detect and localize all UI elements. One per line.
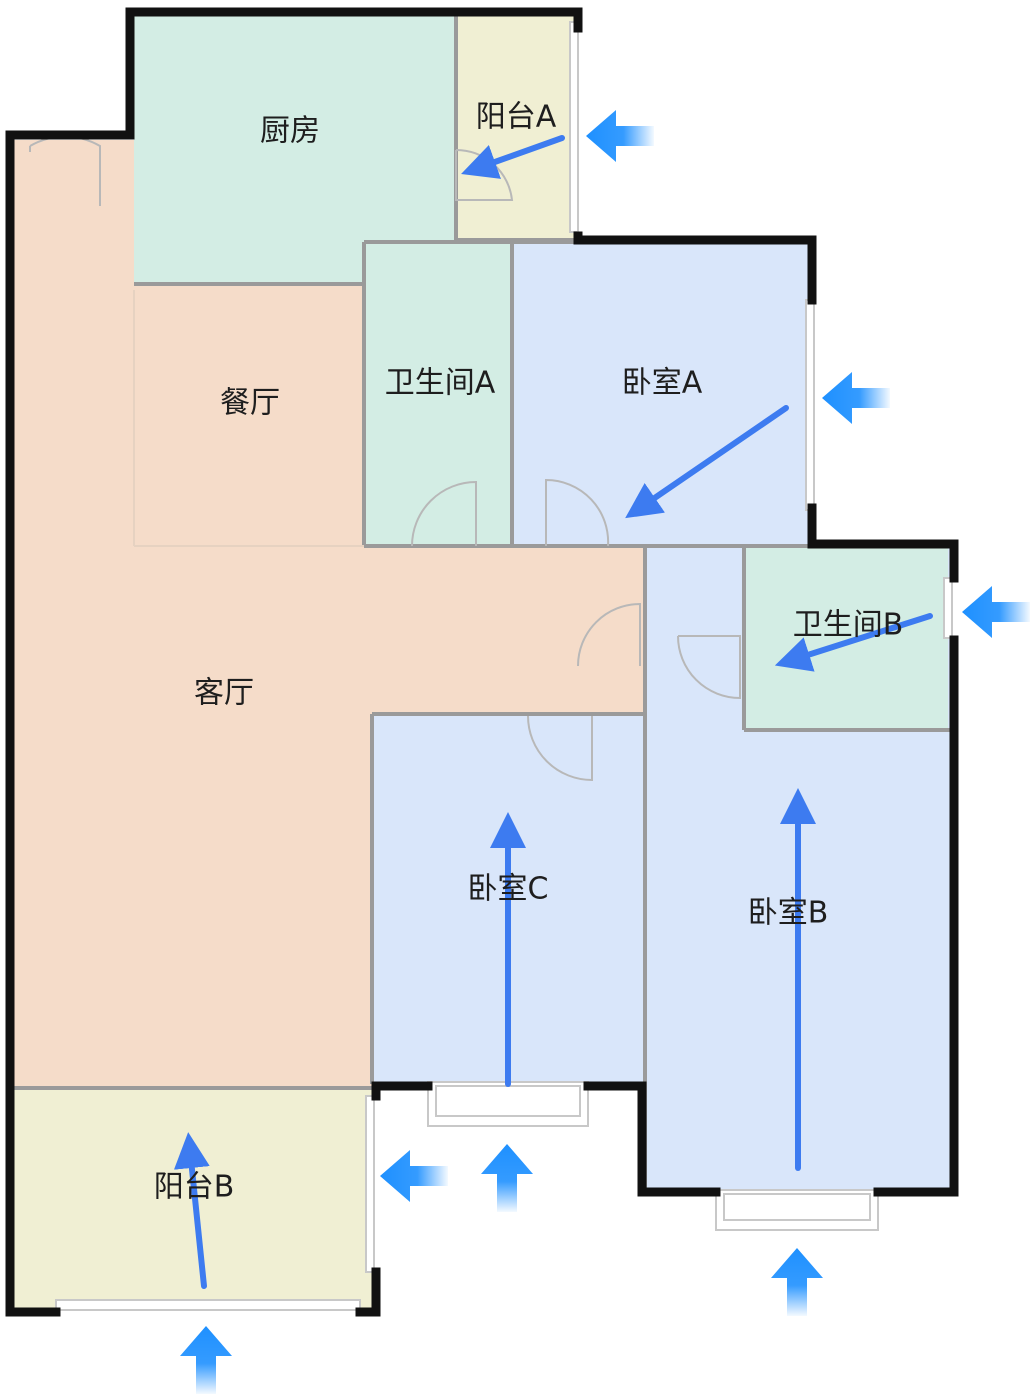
airflow-arrow-icon <box>173 1132 210 1289</box>
room-floors <box>14 12 952 1310</box>
kitchen-label: 厨房 <box>260 114 320 149</box>
living-label: 客厅 <box>194 676 254 711</box>
kitchen-floor <box>134 12 456 284</box>
doors <box>29 135 741 782</box>
wind-direction-arrow-icon <box>771 1248 823 1316</box>
wind-direction-arrow-icon <box>180 1326 232 1394</box>
balcony-a-floor <box>456 12 578 242</box>
bathroom-b-label: 卫生间B <box>793 608 904 643</box>
airflow-arrow-icon <box>625 405 789 519</box>
living-floor <box>14 140 645 1088</box>
bedroom-c-label: 卧室C <box>468 872 549 907</box>
bedroom-a-label: 卧室A <box>622 366 703 401</box>
wind-direction-arrow-icon <box>481 1144 533 1212</box>
airflow-arrow-icon <box>461 135 565 179</box>
bathroom-a-label: 卫生间A <box>385 366 496 401</box>
room-labels: 厨房 阳台A 餐厅 卫生间A 卧室A 卫生间B 客厅 卧室C 卧室B 阳台B <box>154 100 904 1205</box>
bedroom-b-label: 卧室B <box>748 896 829 931</box>
wind-arrows <box>180 110 1030 1394</box>
dining-label: 餐厅 <box>220 386 280 421</box>
wind-direction-arrow-icon <box>962 586 1030 638</box>
exterior-walls <box>5 7 959 1317</box>
airflow-arrow-icon <box>774 613 933 672</box>
wind-direction-arrow-icon <box>822 372 890 424</box>
interior-walls <box>14 12 952 1192</box>
wind-direction-arrow-icon <box>586 110 654 162</box>
windows <box>55 21 953 1311</box>
balcony-b-label: 阳台B <box>154 1170 235 1205</box>
balcony-a-label: 阳台A <box>476 100 557 135</box>
wind-direction-arrow-icon <box>380 1150 448 1202</box>
airflow-arrows <box>173 135 933 1289</box>
